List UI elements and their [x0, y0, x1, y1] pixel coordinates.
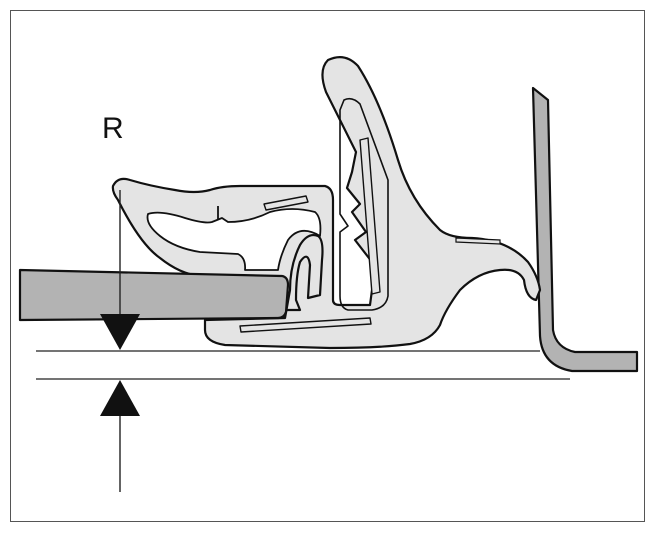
dimension-arrow-down	[100, 314, 140, 350]
dimension-label-r: R	[102, 112, 124, 145]
metal-insert-vertical	[359, 137, 381, 295]
seal-foot-strip	[455, 237, 501, 245]
reinforcement-channel-vertical	[339, 97, 389, 311]
horizontal-panel	[18, 268, 290, 322]
dimension-arrow-up	[100, 380, 140, 416]
metal-insert-upper	[263, 195, 309, 211]
metal-insert-horizontal	[239, 317, 372, 333]
body-panel-vertical	[531, 86, 639, 373]
seal-lip-cavity	[146, 208, 322, 271]
